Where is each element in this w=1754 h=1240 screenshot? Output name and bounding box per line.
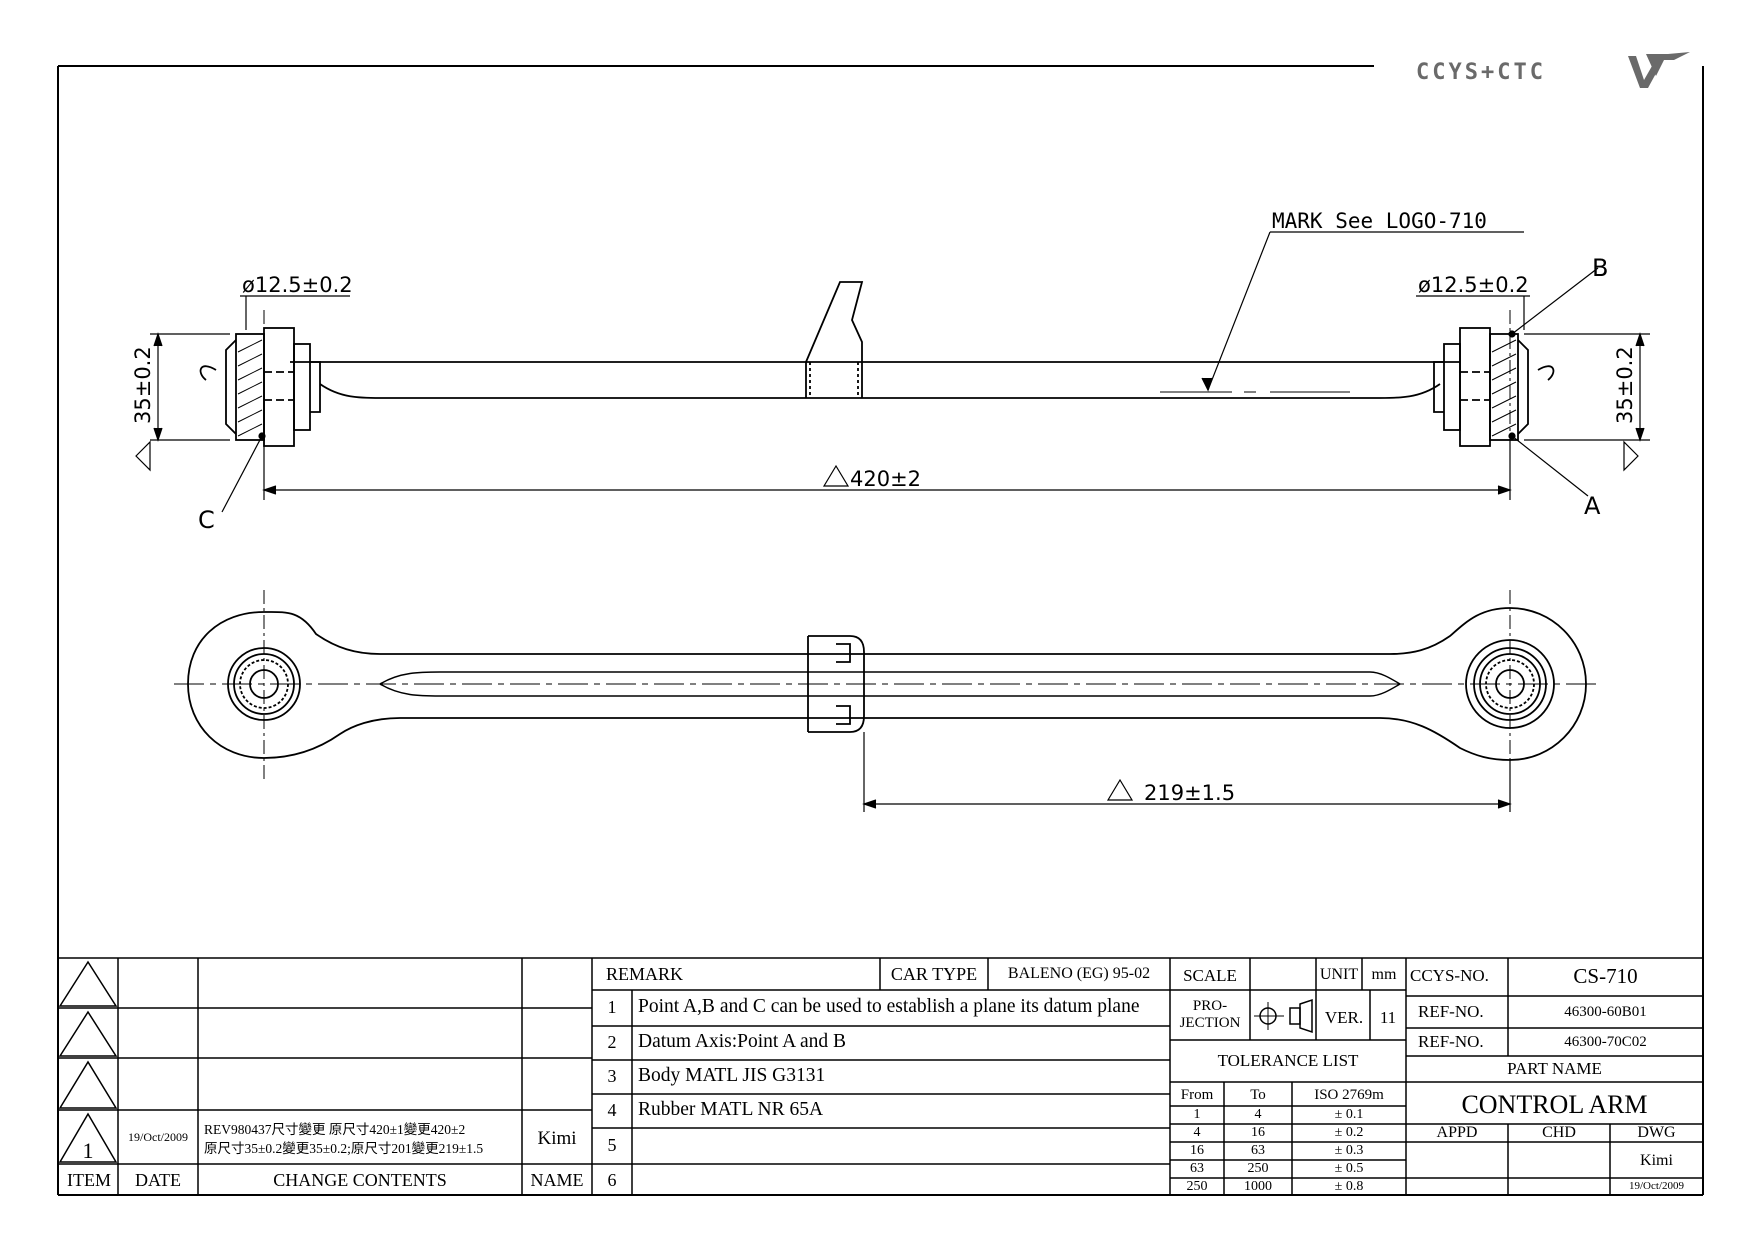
logo-text: CCYS+CTC — [1416, 60, 1546, 85]
top-view-dimensions — [862, 732, 1512, 812]
wing-logo-icon — [1628, 52, 1690, 88]
point-c-label: C — [198, 506, 215, 534]
revision-item-4: 1 — [83, 1138, 94, 1163]
dim-height-right: 35±0.2 — [1613, 346, 1637, 424]
dim-height-left: 35±0.2 — [131, 346, 155, 424]
side-view-dimensions — [135, 231, 1650, 513]
dim-length-main: 420±2 — [850, 467, 921, 491]
side-view — [199, 281, 1555, 460]
dim-length-half: 219±1.5 — [1144, 781, 1235, 805]
point-a-label: A — [1584, 492, 1601, 520]
company-logo: CCYS+CTC — [1416, 52, 1690, 88]
top-view — [174, 590, 1600, 780]
sheet-border — [57, 65, 1704, 1196]
point-b-label: B — [1592, 254, 1608, 282]
mark-note: MARK See LOGO-710 — [1272, 209, 1487, 233]
title-block-grid — [58, 957, 1703, 1195]
side-view-labels: ø12.5±0.2 ø12.5±0.2 35±0.2 35±0.2 420±2 … — [131, 209, 1637, 534]
dim-diameter-right: ø12.5±0.2 — [1418, 273, 1529, 297]
dim-diameter-left: ø12.5±0.2 — [242, 273, 353, 297]
